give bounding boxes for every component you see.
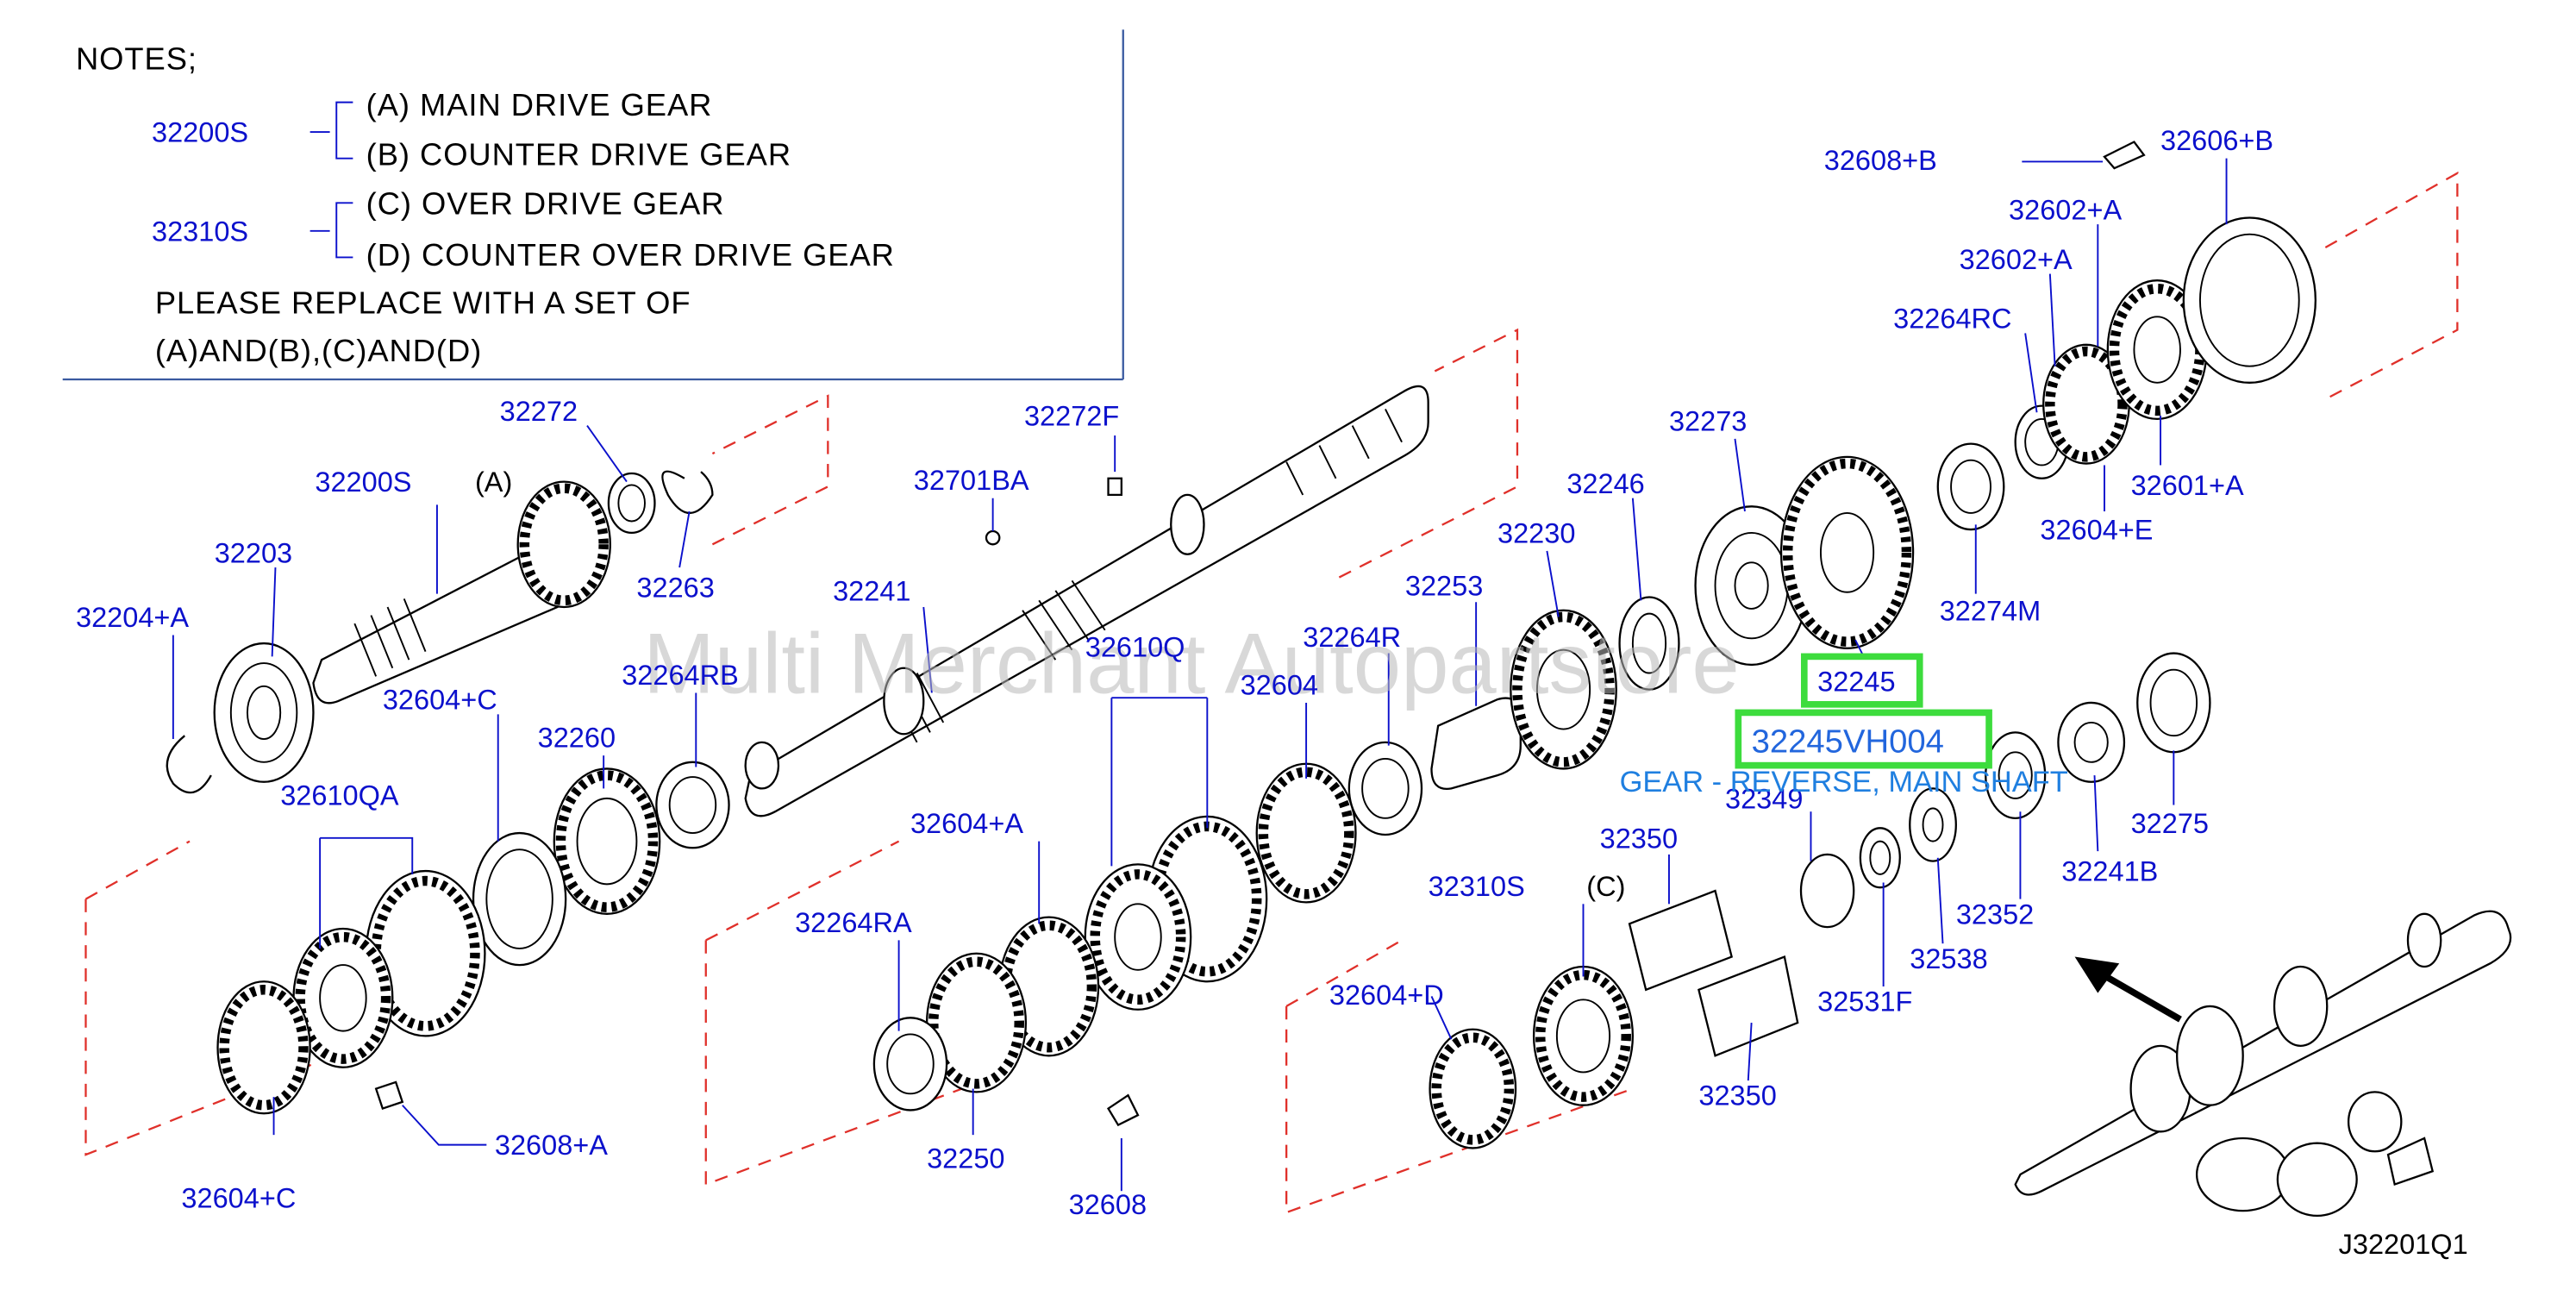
part-label-32604d[interactable]: 32604+D: [1329, 980, 1444, 1011]
main-drive-gear-drawing: [166, 470, 714, 794]
notes-box: NOTES; 32200S (A) MAIN DRIVE GEAR (B) CO…: [62, 29, 1124, 381]
part-label-32604[interactable]: 32604: [1241, 669, 1318, 700]
part-label-32701ba[interactable]: 32701BA: [914, 465, 1029, 496]
part-label-32264r[interactable]: 32264R: [1303, 622, 1401, 653]
part-label-32204a[interactable]: 32204+A: [76, 602, 189, 633]
reverse-gear-drawing: [1430, 141, 2317, 791]
left-synchronizer-drawing: [216, 761, 730, 1115]
notes-replace-line2: (A)AND(B),(C)AND(D): [155, 333, 482, 368]
watermark-text: Multi Merchant Autopartstore: [643, 616, 1740, 711]
highlight-part-code[interactable]: 32245VH004: [1752, 723, 1944, 760]
notes-line-a: (A) MAIN DRIVE GEAR: [366, 87, 713, 122]
part-label-32606b[interactable]: 32606+B: [2160, 125, 2273, 156]
part-label-32538[interactable]: 32538: [1910, 943, 1987, 974]
part-label-32250[interactable]: 32250: [927, 1143, 1004, 1174]
part-label-32253[interactable]: 32253: [1405, 571, 1483, 602]
part-label-32602a-upper[interactable]: 32602+A: [2009, 194, 2122, 225]
part-label-32608a[interactable]: 32608+A: [495, 1130, 608, 1161]
notes-line-c: (C) OVER DRIVE GEAR: [366, 186, 725, 222]
part-label-32350-upper[interactable]: 32350: [1600, 823, 1678, 854]
highlight-box-32245: [1800, 653, 1923, 708]
notes-replace-line1: PLEASE REPLACE WITH A SET OF: [155, 285, 691, 320]
part-label-32241[interactable]: 32241: [833, 575, 910, 606]
over-drive-gear-drawing: [1429, 652, 2211, 1149]
notes-heading: NOTES;: [76, 41, 197, 76]
highlight-box-code: [1735, 709, 1992, 769]
part-label-32272[interactable]: 32272: [500, 396, 578, 427]
part-label-32245[interactable]: 32245: [1817, 667, 1895, 698]
leader-lines: [172, 158, 2228, 1192]
notes-line-d: (D) COUNTER OVER DRIVE GEAR: [366, 237, 895, 272]
part-label-32246[interactable]: 32246: [1566, 468, 1644, 499]
main-shaft-drawing: [744, 385, 1429, 817]
part-label-32349[interactable]: 32349: [1725, 783, 1803, 814]
part-label-32604a-middle[interactable]: 32604+A: [910, 808, 1023, 839]
notes-line-b: (B) COUNTER DRIVE GEAR: [366, 136, 791, 172]
part-label-32310s[interactable]: 32310S: [1429, 871, 1525, 902]
part-label-32273[interactable]: 32273: [1669, 405, 1747, 436]
part-label-32272f[interactable]: 32272F: [1024, 401, 1119, 432]
part-label-32263[interactable]: 32263: [636, 573, 714, 604]
assembled-shaft-inset: [2014, 910, 2512, 1218]
part-label-32604e[interactable]: 32604+E: [2040, 515, 2153, 546]
part-label-32608b[interactable]: 32608+B: [1824, 145, 1937, 176]
figure-reference: J32201Q1: [2339, 1229, 2468, 1260]
part-label-32275[interactable]: 32275: [2131, 808, 2209, 839]
part-label-32241b[interactable]: 32241B: [2061, 856, 2158, 887]
part-label-32610qa[interactable]: 32610QA: [280, 780, 399, 811]
part-label-32531f[interactable]: 32531F: [1817, 986, 1912, 1018]
part-label-32274m[interactable]: 32274M: [1940, 595, 2041, 626]
part-label-32264rc[interactable]: 32264RC: [1893, 304, 2011, 335]
part-label-32264ra[interactable]: 32264RA: [795, 907, 912, 938]
part-label-32200s[interactable]: 32200S: [315, 467, 411, 498]
part-label-32203[interactable]: 32203: [215, 537, 292, 568]
part-label-c: (C): [1586, 871, 1625, 902]
part-label-a: (A): [475, 467, 512, 498]
part-label-32260[interactable]: 32260: [538, 723, 616, 754]
part-labels: 32272 32200S (A) 32203 32204+A 32263 322…: [76, 125, 2273, 1220]
part-label-32352[interactable]: 32352: [1956, 899, 2034, 930]
part-label-32608[interactable]: 32608: [1069, 1189, 1147, 1220]
part-label-32264rb[interactable]: 32264RB: [622, 660, 739, 691]
part-label-32350-lower[interactable]: 32350: [1698, 1080, 1776, 1112]
part-label-32601a[interactable]: 32601+A: [2131, 470, 2244, 501]
part-label-32610q[interactable]: 32610Q: [1085, 631, 1185, 662]
part-label-32602a-lower[interactable]: 32602+A: [1960, 244, 2073, 275]
part-label-32604c-upper[interactable]: 32604+C: [383, 685, 497, 716]
part-label-32230[interactable]: 32230: [1497, 517, 1575, 548]
highlight-description: GEAR - REVERSE, MAIN SHAFT: [1620, 766, 2068, 798]
highlight-callout: 32245VH004 GEAR - REVERSE, MAIN SHAFT: [1620, 709, 2068, 798]
notes-group2-code[interactable]: 32310S: [152, 216, 248, 247]
notes-group1-code[interactable]: 32200S: [152, 117, 248, 148]
part-label-32604c-lower[interactable]: 32604+C: [181, 1182, 296, 1213]
